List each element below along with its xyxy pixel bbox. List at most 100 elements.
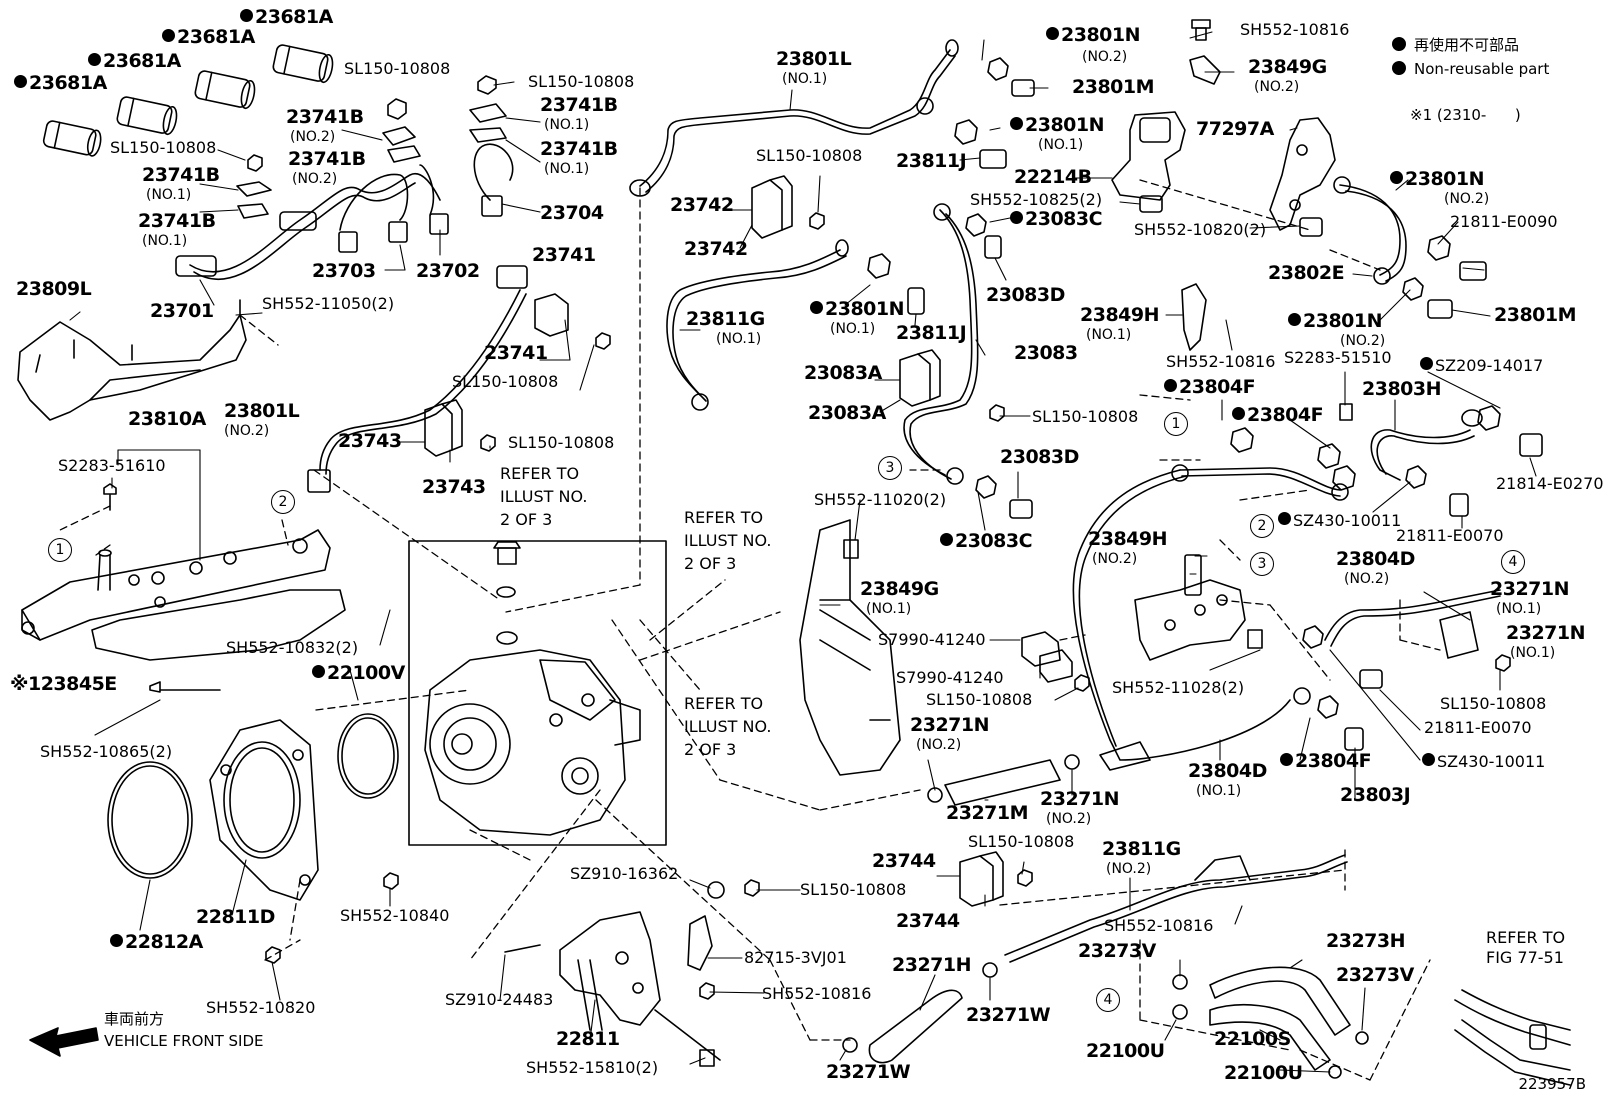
part-label: 23741B [286, 106, 364, 128]
part-label: 23741B [540, 94, 618, 116]
part-sublabel: (NO.1) [866, 601, 912, 617]
part-label: 23271N [1040, 788, 1120, 810]
part-sublabel: (NO.1) [544, 161, 590, 177]
part-sublabel: (NO.1) [1038, 137, 1084, 153]
legend-en-text: Non-reusable part [1414, 60, 1550, 78]
fuel-pipe-icon [1324, 589, 1501, 647]
part-label: S7990-41240 [878, 630, 986, 649]
part-label: 23271N [910, 714, 990, 736]
part-label: SH552-15810(2) [526, 1058, 659, 1077]
part-sublabel: (NO.1) [830, 321, 876, 337]
flange-icon [107, 681, 399, 901]
part-label: 23083C [1010, 210, 1103, 229]
part-label: 23801M [1072, 76, 1155, 98]
vehicle-front-jp: 車両前方 [104, 1010, 165, 1028]
part-label: 22811D [196, 906, 275, 928]
legend-note: ※1 (2310- ) [1410, 106, 1521, 124]
part-label: 23803H [1362, 378, 1442, 400]
part-label: 21814-E0270 [1496, 474, 1604, 493]
part-label: SH552-10816 [1166, 352, 1276, 371]
part-label: 23083A [804, 362, 882, 384]
fuel-pipe-icon [666, 239, 849, 411]
part-label: 23273V [1078, 940, 1156, 962]
part-label: SH552-10816 [762, 984, 872, 1003]
part-sublabel: (NO.2) [292, 171, 338, 187]
guide-lines [59, 179, 1441, 1081]
bracket-icon [265, 872, 760, 1067]
part-label: SH552-10832(2) [226, 638, 359, 657]
part-sublabel: (NO.2) [1340, 333, 1386, 349]
part-label: SH552-11050(2) [262, 294, 395, 313]
part-label: 23804F [1164, 378, 1256, 397]
part-label: 23083C [940, 532, 1033, 551]
clamp-icon [1439, 611, 1511, 672]
clamp-icon [751, 175, 825, 239]
part-label: S7990-41240 [896, 668, 1004, 687]
part-label: 23703 [312, 260, 376, 282]
part-label: SH552-10840 [340, 906, 450, 925]
part-label: 23849G [860, 578, 939, 600]
leader-lines [69, 31, 1537, 1073]
part-label: 23742 [684, 238, 748, 260]
part-label: 23743 [338, 430, 402, 452]
part-label: 23744 [872, 850, 936, 872]
part-label: 22812A [110, 933, 203, 952]
fuel-pipe-icon [1333, 176, 1407, 285]
part-label: 23803J [1340, 784, 1411, 806]
legend-en: Non-reusable part [1392, 60, 1549, 78]
part-label: 23271H [892, 954, 972, 976]
part-sublabel: (NO.2) [290, 129, 336, 145]
bracket-icon [1134, 283, 1246, 661]
part-label: 23801M [1494, 304, 1577, 326]
part-label: 23681A [14, 74, 107, 93]
part-label: 23804F [1280, 752, 1372, 771]
part-label: 23801L [776, 48, 852, 70]
part-label: SH552-10820(2) [1134, 220, 1267, 239]
part-sublabel: (NO.1) [1086, 327, 1132, 343]
part-label: 23742 [670, 194, 734, 216]
part-sublabel: (NO.1) [142, 233, 188, 249]
part-label: 21811-E0070 [1424, 718, 1532, 737]
part-label: SL150-10808 [110, 138, 217, 157]
part-label: 23809L [16, 278, 92, 300]
callout-number: 2 [1250, 514, 1274, 538]
part-label: SL150-10808 [800, 880, 907, 899]
clamp-icon [424, 293, 1005, 457]
refer-note: REFER TO ILLUST NO. 2 OF 3 [684, 694, 772, 759]
part-label: 23810A [128, 408, 206, 430]
part-label: SH552-10816 [1240, 20, 1350, 39]
fuel-pipe-icon [903, 203, 979, 485]
part-label: 23741B [288, 148, 366, 170]
hose-icon [842, 962, 1369, 1079]
legend-jp: 再使用不可部品 [1392, 34, 1519, 55]
part-label: 23083 [1014, 342, 1078, 364]
bracket-icon [799, 519, 901, 776]
part-label: 23704 [540, 202, 604, 224]
part-label: 23741B [138, 210, 216, 232]
part-label: SZ910-24483 [445, 990, 554, 1009]
fuel-pipe-icon [1072, 464, 1349, 771]
part-label: 23804D [1188, 760, 1267, 782]
part-label: ※123845E [10, 673, 117, 695]
part-label: 23681A [88, 52, 181, 71]
part-label: SH552-11028(2) [1112, 678, 1245, 697]
part-label: 22811 [556, 1028, 620, 1050]
legend-jp-text: 再使用不可部品 [1414, 36, 1520, 54]
diagram-id: 223957B [1518, 1075, 1586, 1093]
callout-number: 3 [1250, 552, 1274, 576]
part-label: SZ910-16362 [570, 864, 679, 883]
part-label: SH552-10825(2) [970, 190, 1103, 209]
part-label: 23681A [162, 28, 255, 47]
callout-number: 1 [48, 538, 72, 562]
part-label: SH552-10865(2) [40, 742, 173, 761]
part-label: 23273H [1326, 930, 1406, 952]
clamp-icon [959, 851, 1033, 907]
part-label: SZ430-10011 [1278, 512, 1401, 529]
part-label: SL150-10808 [968, 832, 1075, 851]
part-label: 23702 [416, 260, 480, 282]
part-label: 22100U [1086, 1040, 1165, 1062]
part-label: 23811J [896, 322, 967, 344]
non-reusable-dot-icon [1392, 61, 1406, 75]
part-label: 23083D [1000, 446, 1079, 468]
part-label: 23804D [1336, 548, 1415, 570]
